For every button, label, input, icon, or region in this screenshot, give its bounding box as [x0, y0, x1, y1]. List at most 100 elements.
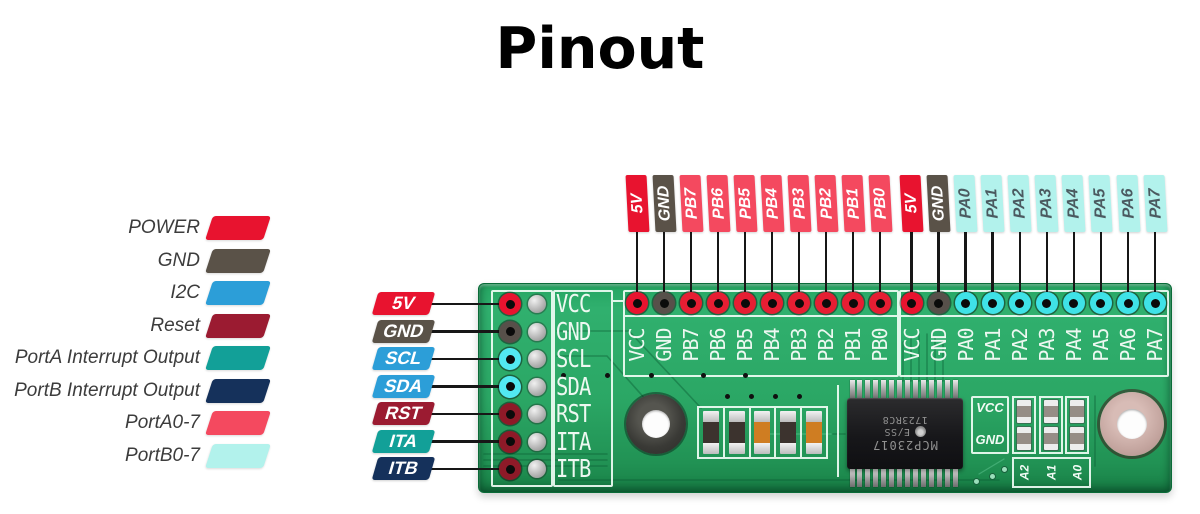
addr-resistor-a0-top [1070, 400, 1084, 423]
microchip-logo-icon [915, 426, 927, 438]
chip-pin-bottom-12 [936, 468, 942, 487]
bank-cell-5 [802, 408, 826, 457]
pin-tag-pb7-2: PB7 [679, 175, 703, 232]
pin-tag-text: PB6 [708, 187, 728, 220]
legend-label: GND [157, 249, 200, 271]
pin-tag-rst: RST [371, 402, 436, 425]
chip-pin-bottom-6 [889, 468, 895, 487]
addr-gnd-label: GND [975, 432, 1005, 447]
smd-body [780, 422, 797, 443]
chip-pin-top-10 [921, 380, 927, 399]
solder-pad-scl [528, 350, 546, 368]
bank-cell-3 [751, 408, 777, 457]
leader-line-pb7-2 [689, 231, 693, 304]
leader-line-pb2-7 [824, 231, 828, 304]
leader-line-pa5-17 [1099, 231, 1103, 304]
pin-tag-text: PB5 [735, 187, 755, 220]
pin-tag-text: GND [929, 185, 948, 222]
hole-pa4-16 [1062, 292, 1085, 314]
pin-tag-text: PB4 [762, 187, 782, 220]
capacitor [754, 411, 771, 454]
chip-pin-top-12 [936, 380, 942, 399]
hole-sda [499, 375, 521, 398]
hole-pa2-14 [1008, 292, 1031, 314]
leader-line-pa3-15 [1045, 231, 1049, 304]
smd-body [806, 422, 823, 443]
silk-label-pb3-6: PB3 [787, 328, 811, 362]
pin-tag-text: PA1 [983, 188, 1002, 219]
via-pale-1 [1001, 466, 1008, 473]
via-3 [649, 373, 654, 378]
hole-pb7-2 [680, 292, 702, 314]
pin-tag-text: 5V [902, 193, 921, 214]
pin-tag-pa7-19: PA7 [1143, 175, 1168, 232]
porta-header-box [899, 290, 1169, 377]
mounting-hole-left-bore [642, 410, 670, 438]
hole-pb0-9 [869, 292, 891, 314]
mounting-hole-right [1100, 392, 1164, 456]
pin-tag-gnd: GND [371, 319, 436, 343]
silk-label-pa2-14: PA2 [1007, 328, 1032, 362]
pin-tag-text: GND [654, 185, 674, 222]
pin-tag-text: PA2 [1010, 188, 1030, 219]
portb-header-box [623, 290, 899, 377]
hole-5v [499, 293, 521, 315]
pin-tag-pb2-7: PB2 [814, 175, 838, 232]
addr-jumper-col-a2 [1012, 396, 1036, 454]
pin-tag-5v-0: 5V [625, 175, 649, 232]
silk-label-pb2-7: PB2 [814, 328, 838, 362]
legend-color-swatch [205, 313, 271, 338]
solder-pad-ita [528, 432, 546, 451]
smd-terminal [754, 443, 771, 454]
addr-resistor-a2-bottom [1017, 427, 1031, 450]
hole-pb5-4 [734, 292, 756, 314]
hole-gnd-11 [927, 292, 950, 314]
pin-tag-ita: ITA [371, 429, 436, 453]
pin-tag-5v: 5V [371, 292, 436, 315]
legend-label: I2C [170, 282, 200, 303]
hole-pa7-19 [1144, 292, 1167, 314]
pin-tag-text: PB2 [816, 187, 836, 220]
chip-pin-bottom-8 [905, 468, 911, 487]
addr-resistor-a2-top [1017, 400, 1031, 423]
silk-label-gnd-11: GND [926, 328, 951, 362]
solder-pad-itb [528, 460, 546, 478]
addr-vcc-label: VCC [976, 400, 1004, 415]
hole-pa1-13 [981, 292, 1004, 314]
chip-pin-top-8 [905, 380, 911, 399]
via-pale-3 [973, 478, 980, 485]
solder-pad-5v [528, 295, 546, 313]
silk-label-5v-0: VCC [625, 328, 649, 362]
hole-gnd [499, 320, 521, 343]
chip-pin-top-13 [944, 380, 950, 399]
legend-item-power: POWER [0, 215, 300, 241]
pin-tag-pb4-5: PB4 [760, 175, 784, 232]
pin-tag-pa1-13: PA1 [980, 175, 1005, 232]
pin-tag-text: PB3 [789, 187, 809, 220]
pin-tag-gnd-11: GND [926, 175, 951, 232]
smd-terminal [754, 411, 771, 422]
addr-resistor-a0-bottom [1070, 427, 1084, 450]
leader-line-pb3-6 [797, 231, 801, 304]
leader-line-pb5-4 [743, 231, 747, 304]
legend-label: PortB0-7 [125, 444, 200, 466]
smd-body [754, 422, 771, 443]
silk-label-sda-left: SDA [556, 371, 591, 401]
chip-pin-top-2 [857, 380, 863, 399]
chip-pin-bottom-2 [857, 468, 863, 487]
chip-pin-top-4 [873, 380, 879, 399]
leader-line-pb0-9 [878, 231, 882, 304]
hole-pb2-7 [815, 292, 837, 314]
chip-pin-bottom-5 [881, 468, 887, 487]
legend-label: PortB Interrupt Output [14, 379, 200, 401]
smd-terminal [806, 443, 823, 454]
capacitor [806, 411, 823, 454]
chip-pin-bottom-4 [873, 468, 879, 487]
silk-label-gnd-1: GND [652, 328, 676, 362]
bank-cell-4 [776, 408, 803, 457]
hole-5v-0 [626, 292, 648, 314]
resistor [728, 411, 745, 454]
legend-color-swatch [205, 281, 271, 305]
pin-tag-text: PA5 [1091, 188, 1111, 219]
